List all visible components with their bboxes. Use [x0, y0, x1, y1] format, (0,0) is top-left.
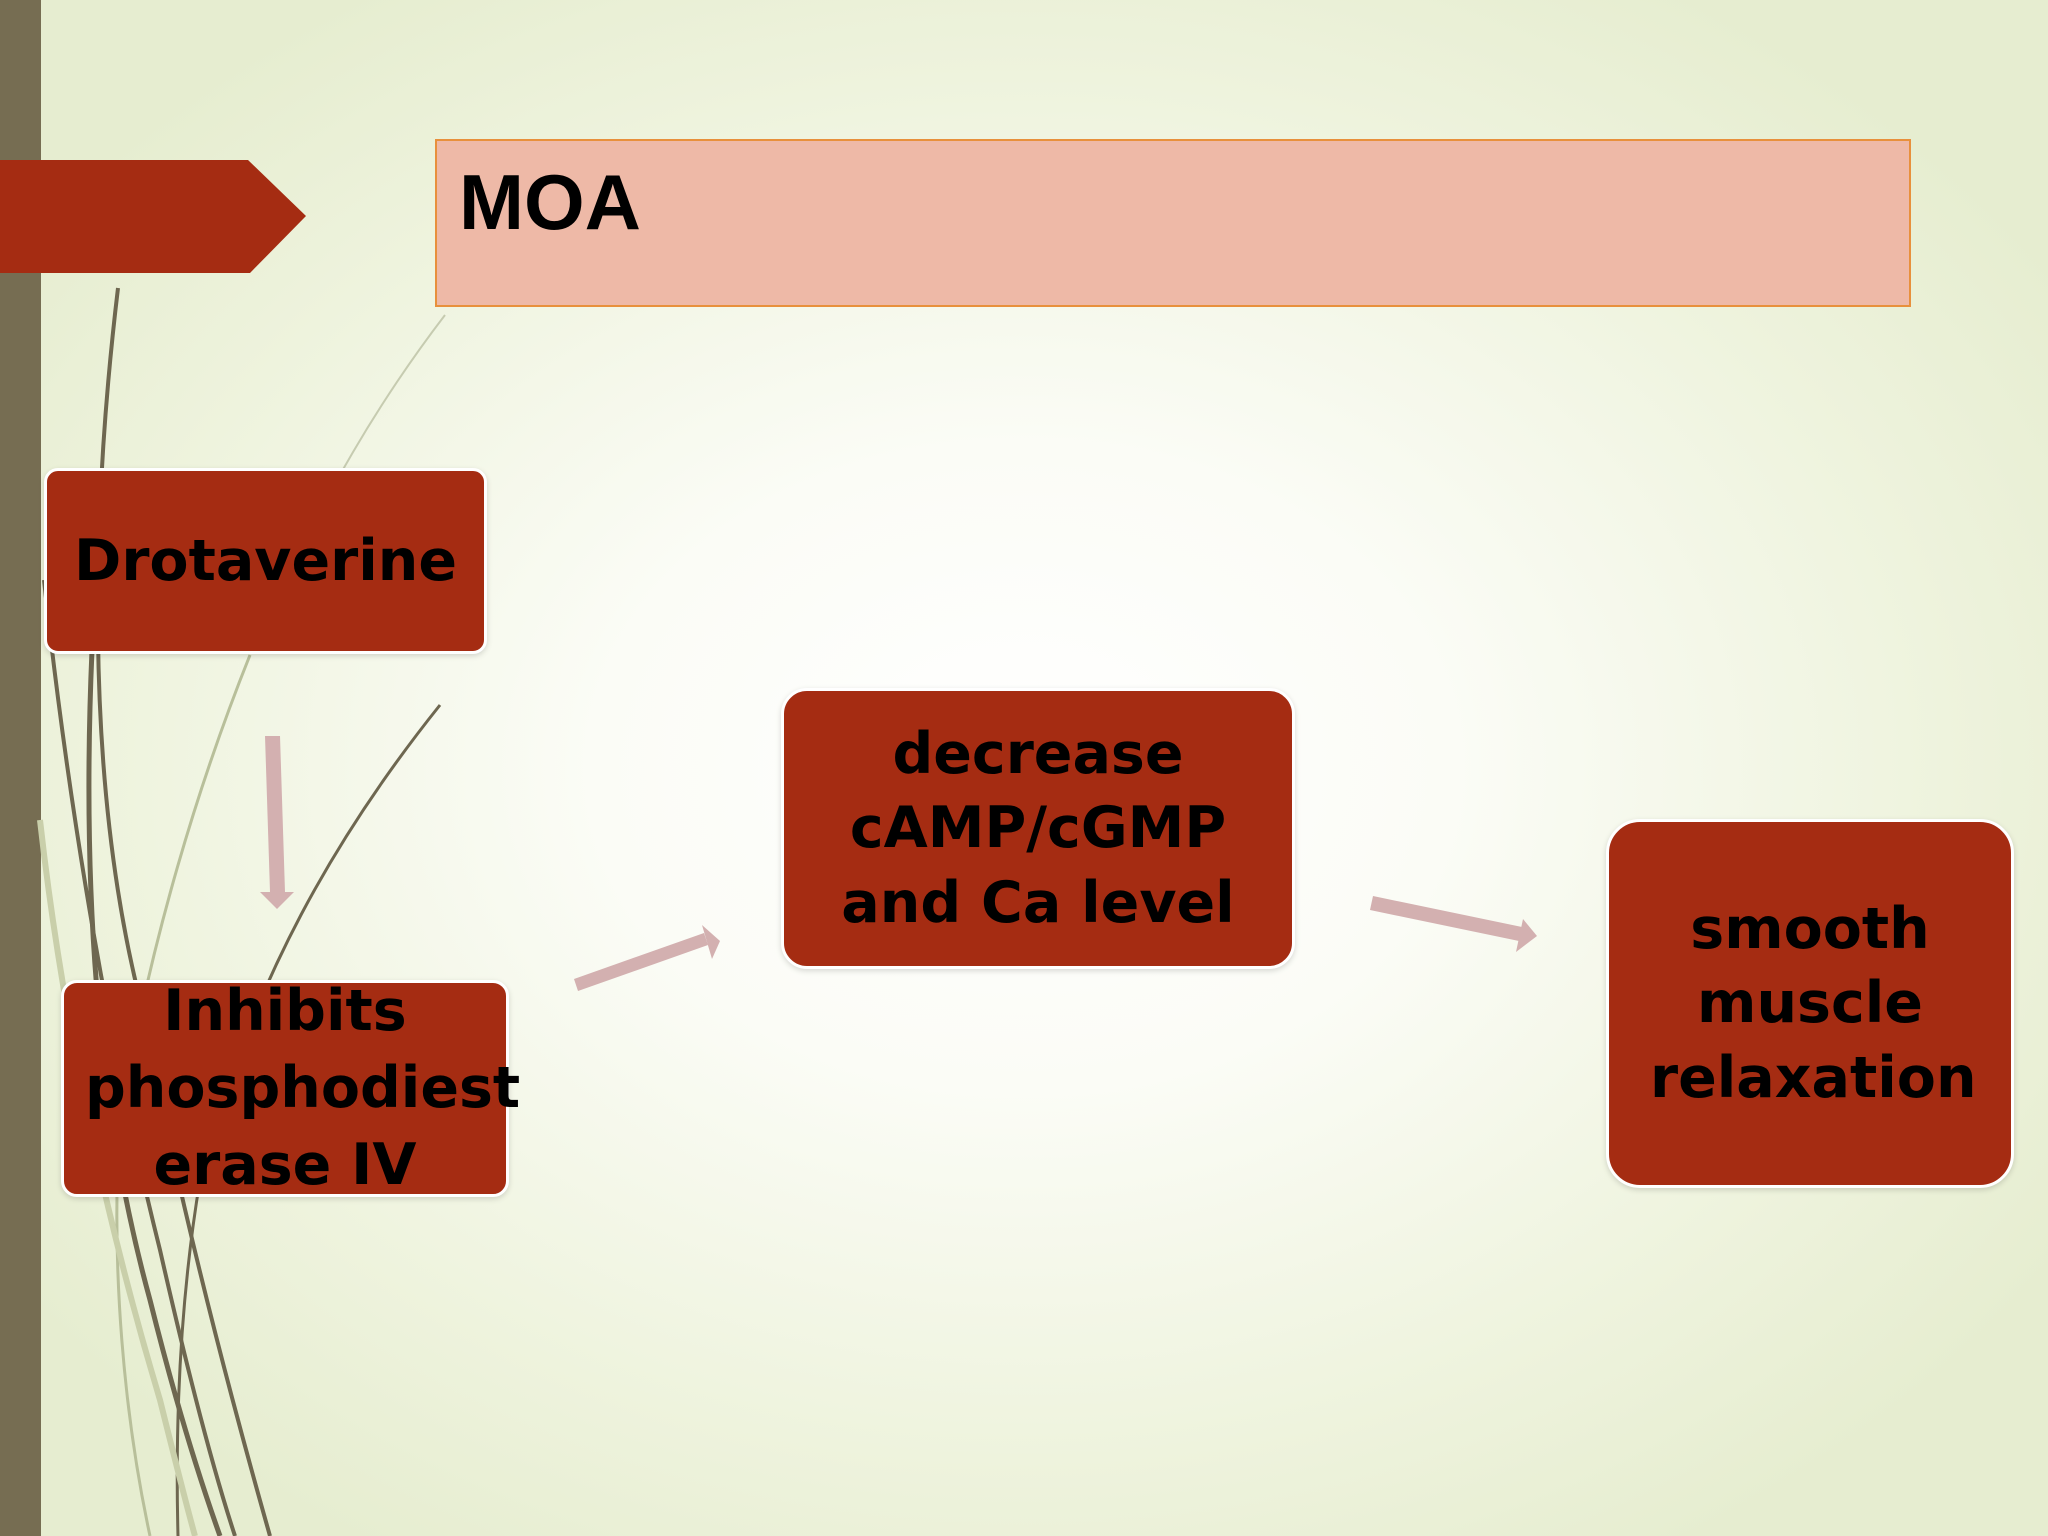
node-inhibits-pde4: Inhibits phosphodiest erase IV: [61, 978, 520, 1198]
title-banner: MOA: [435, 139, 1911, 307]
node-decrease-camp: decrease cAMP/cGMP and Ca level: [781, 688, 1295, 969]
node-smooth-muscle-relaxation: smooth muscle relaxation: [1606, 819, 2014, 1188]
arrow-up-right: [574, 925, 720, 991]
page-title: MOA: [459, 158, 641, 246]
node-drotaverine: Drotaverine: [44, 468, 487, 654]
node-label: Drotaverine: [74, 527, 457, 594]
node-label: Inhibits phosphodiest erase IV: [85, 978, 521, 1198]
node-label: decrease cAMP/cGMP and Ca level: [841, 721, 1235, 936]
arrow-down: [260, 736, 294, 909]
decor-curve: [37, 819, 198, 1536]
decor-curve: [86, 649, 223, 1536]
node-label: smooth muscle relaxation: [1650, 896, 1977, 1111]
section-tab: [0, 160, 306, 273]
arrow-down-right: [1370, 896, 1537, 952]
